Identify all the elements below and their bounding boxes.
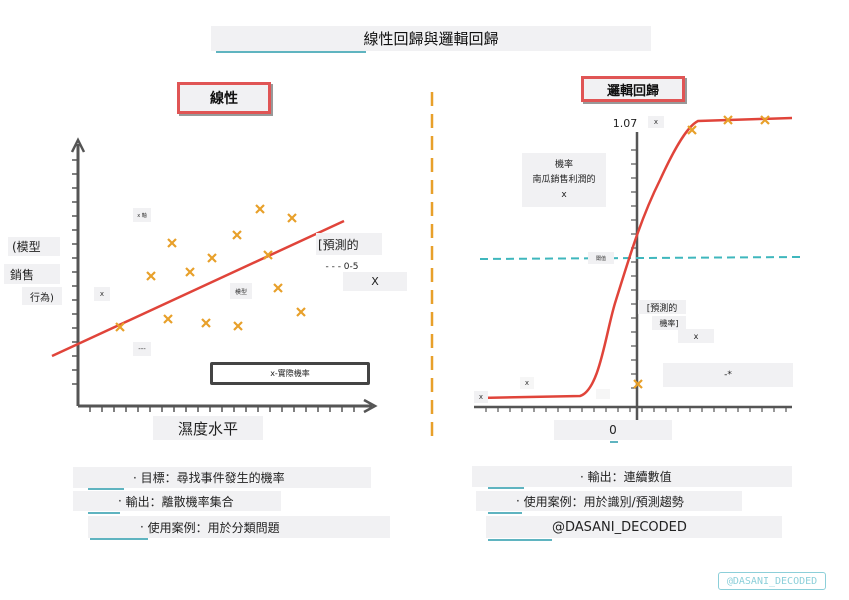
scatter-point [233, 321, 243, 331]
scatter-point [163, 314, 173, 324]
y-top-label: 1.07 [611, 114, 639, 132]
actual-probability-box: x-實際機率 [210, 362, 370, 385]
prediction-range: - - - 0-5 [309, 260, 375, 274]
scatter-point [273, 283, 283, 293]
logistic-point [687, 125, 697, 135]
scatter-points [115, 204, 306, 332]
linear-heading: 線性 [177, 82, 271, 114]
predicted-label-2: 機率] [652, 316, 686, 330]
scatter-point [263, 250, 273, 260]
scatter-point [201, 318, 211, 328]
right-axes [474, 132, 792, 424]
scatter-point [296, 307, 306, 317]
prediction-x: X [343, 272, 407, 291]
y-top-x: x [648, 116, 664, 128]
sigmoid-curve [477, 116, 793, 400]
scatter-point [255, 204, 265, 214]
title-underline [216, 51, 366, 53]
left-note-usecase: · 使用案例：用於分類問題 [88, 516, 390, 538]
right-note-usecase: · 使用案例：用於識別/預測趨勢 [476, 491, 742, 511]
left-axis-ticks [72, 159, 355, 412]
logistic-points [633, 115, 770, 389]
predicted-label-3: x [678, 329, 714, 343]
x-axis-label: 濕度水平 [153, 416, 263, 440]
left-note-goal: · 目標：尋找事件發生的機率 [73, 467, 371, 488]
y-label-behavior: 行為) [22, 287, 62, 305]
right-small-box [596, 389, 610, 399]
watermark-logo: @DASANI_DECODED [718, 572, 826, 590]
left-small-mark: x 軸 [133, 208, 151, 222]
scatter-point [232, 230, 242, 240]
right-box: -* [663, 363, 793, 387]
logistic-point [723, 115, 733, 125]
page-title: 線性回歸與邏輯回歸 [211, 26, 651, 51]
regression-line [51, 219, 345, 358]
right-small-x: x [474, 391, 488, 403]
logistic-heading: 邏輯回歸 [581, 76, 685, 102]
probability-label: 機率 南瓜銷售利潤的 x [522, 153, 606, 207]
threshold-label: 閾值 [588, 252, 614, 264]
left-small-x: x [94, 287, 110, 301]
scatter-point [287, 213, 297, 223]
y-label-sales: 銷售 [4, 264, 60, 284]
scatter-point [185, 267, 195, 277]
prediction-label: [預測的 [316, 233, 382, 255]
right-small-x2: x [520, 377, 534, 389]
right-note-handle: @DASANI_DECODED [486, 516, 782, 538]
scatter-point [207, 253, 217, 263]
left-small-dash: --- [133, 342, 151, 356]
predicted-label-1: [預測的 [638, 300, 686, 314]
origin-label: 0 [554, 420, 672, 440]
left-note-output: · 輸出：離散機率集合 [73, 491, 281, 511]
logistic-point [633, 379, 643, 389]
scatter-point [167, 238, 177, 248]
scatter-point [115, 322, 125, 332]
right-note-output: · 輸出：連續數值 [472, 466, 792, 487]
left-point-label: 模型 [230, 283, 252, 299]
logistic-point [760, 115, 770, 125]
threshold-line [479, 256, 801, 260]
scatter-point [146, 271, 156, 281]
y-label-model: (模型 [8, 237, 60, 256]
